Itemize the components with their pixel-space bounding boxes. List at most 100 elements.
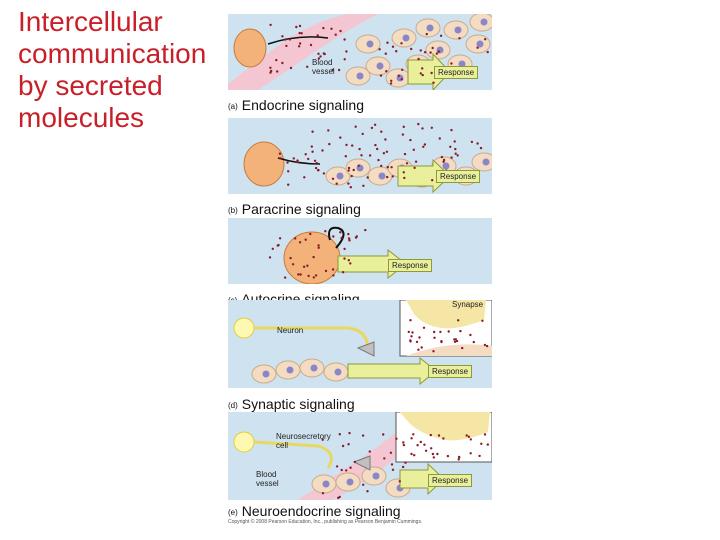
signal-molecule: [339, 231, 342, 234]
signal-molecule: [410, 452, 413, 456]
signal-molecule: [419, 72, 422, 75]
signal-molecule: [345, 143, 348, 147]
signal-molecule: [269, 66, 272, 69]
blood-vessel-label: Blood vessel: [312, 58, 335, 76]
signal-molecule: [476, 46, 479, 49]
signal-molecule: [368, 450, 371, 453]
signal-molecule: [313, 159, 317, 162]
signal-molecule: [458, 37, 461, 40]
axon-terminal: [406, 300, 486, 329]
signal-molecule: [306, 65, 309, 68]
signal-molecule: [403, 176, 406, 180]
signal-molecule: [332, 274, 335, 277]
signal-molecule: [421, 127, 424, 130]
signal-molecule: [317, 57, 321, 60]
signal-molecule: [347, 169, 350, 172]
title-line-1: Intercellular: [18, 6, 163, 37]
signal-molecule: [411, 331, 414, 334]
panel-paracrine: Response: [228, 118, 492, 194]
signal-molecule: [410, 47, 413, 51]
signal-molecule: [331, 68, 334, 72]
axon: [254, 326, 370, 351]
signal-molecule: [298, 24, 302, 28]
signal-molecule: [340, 236, 343, 240]
signal-molecule: [312, 276, 315, 279]
signal-molecule: [366, 490, 369, 493]
signal-molecule: [432, 350, 435, 353]
signal-molecule: [330, 27, 333, 30]
signal-molecule: [454, 147, 457, 151]
signal-molecule: [307, 274, 310, 278]
signal-molecule: [297, 45, 301, 48]
neurosecretory-cell-body: [233, 431, 255, 453]
signal-molecule: [362, 184, 365, 187]
signal-molecule: [331, 268, 335, 271]
signal-molecule: [454, 152, 457, 155]
cell-nucleus: [454, 26, 462, 34]
signal-molecule: [391, 468, 395, 471]
signal-molecule: [437, 50, 440, 53]
signal-molecule: [382, 433, 385, 436]
signal-molecule: [300, 32, 303, 35]
signal-molecule: [478, 454, 481, 458]
signal-molecule: [343, 38, 346, 41]
signal-molecule: [347, 443, 350, 446]
signal-molecule: [440, 340, 443, 344]
signal-molecule: [424, 449, 428, 452]
signal-molecule: [401, 133, 405, 136]
signal-molecule: [480, 442, 483, 445]
signal-molecule: [344, 155, 347, 158]
response-arrow: [407, 52, 451, 90]
signal-molecule: [340, 468, 343, 472]
signal-molecule: [437, 434, 441, 437]
signal-molecule: [299, 273, 302, 276]
zoom-arrow: [356, 341, 375, 357]
signal-molecule: [404, 461, 407, 464]
signal-molecule: [442, 437, 445, 440]
signal-molecule: [469, 333, 472, 337]
signal-molecule: [457, 458, 460, 461]
signal-molecule: [286, 161, 289, 164]
signal-molecule: [417, 122, 420, 126]
signal-molecule: [472, 340, 475, 344]
signal-molecule: [386, 175, 389, 179]
signal-molecule: [412, 433, 415, 436]
signal-molecule: [453, 340, 457, 343]
signal-molecule: [321, 492, 325, 495]
signal-molecule: [339, 136, 342, 139]
signal-molecule: [418, 336, 421, 339]
signal-molecule: [284, 38, 287, 41]
signal-molecule: [298, 42, 302, 45]
signal-molecule: [366, 176, 369, 179]
signal-molecule: [335, 182, 338, 185]
signal-molecule: [405, 162, 409, 165]
signal-molecule: [322, 26, 325, 30]
signal-molecule: [298, 31, 301, 35]
signal-molecule: [373, 123, 377, 126]
signal-molecule: [446, 454, 450, 458]
cell-nucleus: [476, 40, 484, 48]
signal-molecule: [483, 343, 487, 347]
signal-molecule: [292, 157, 295, 160]
signal-molecule: [345, 469, 348, 472]
signal-molecule: [439, 330, 442, 334]
signal-molecule: [296, 160, 299, 164]
cell-nucleus: [426, 24, 434, 32]
signal-molecules: [321, 431, 489, 500]
signal-molecule: [419, 440, 422, 444]
signal-molecule: [360, 154, 363, 157]
signal-molecule: [304, 153, 307, 156]
axon: [253, 440, 333, 469]
cell-nucleus: [376, 62, 384, 70]
signal-molecule: [402, 171, 405, 174]
signal-molecule: [430, 71, 433, 75]
signal-molecule: [485, 344, 489, 348]
signal-molecule: [279, 157, 282, 160]
signal-molecule: [353, 460, 357, 464]
signal-molecule: [395, 437, 398, 440]
response-label-e: Response: [428, 474, 473, 487]
signal-molecule: [422, 326, 426, 329]
signal-molecules: [268, 228, 367, 279]
endocrine-illustration: [228, 14, 492, 90]
signal-molecule: [402, 443, 406, 447]
